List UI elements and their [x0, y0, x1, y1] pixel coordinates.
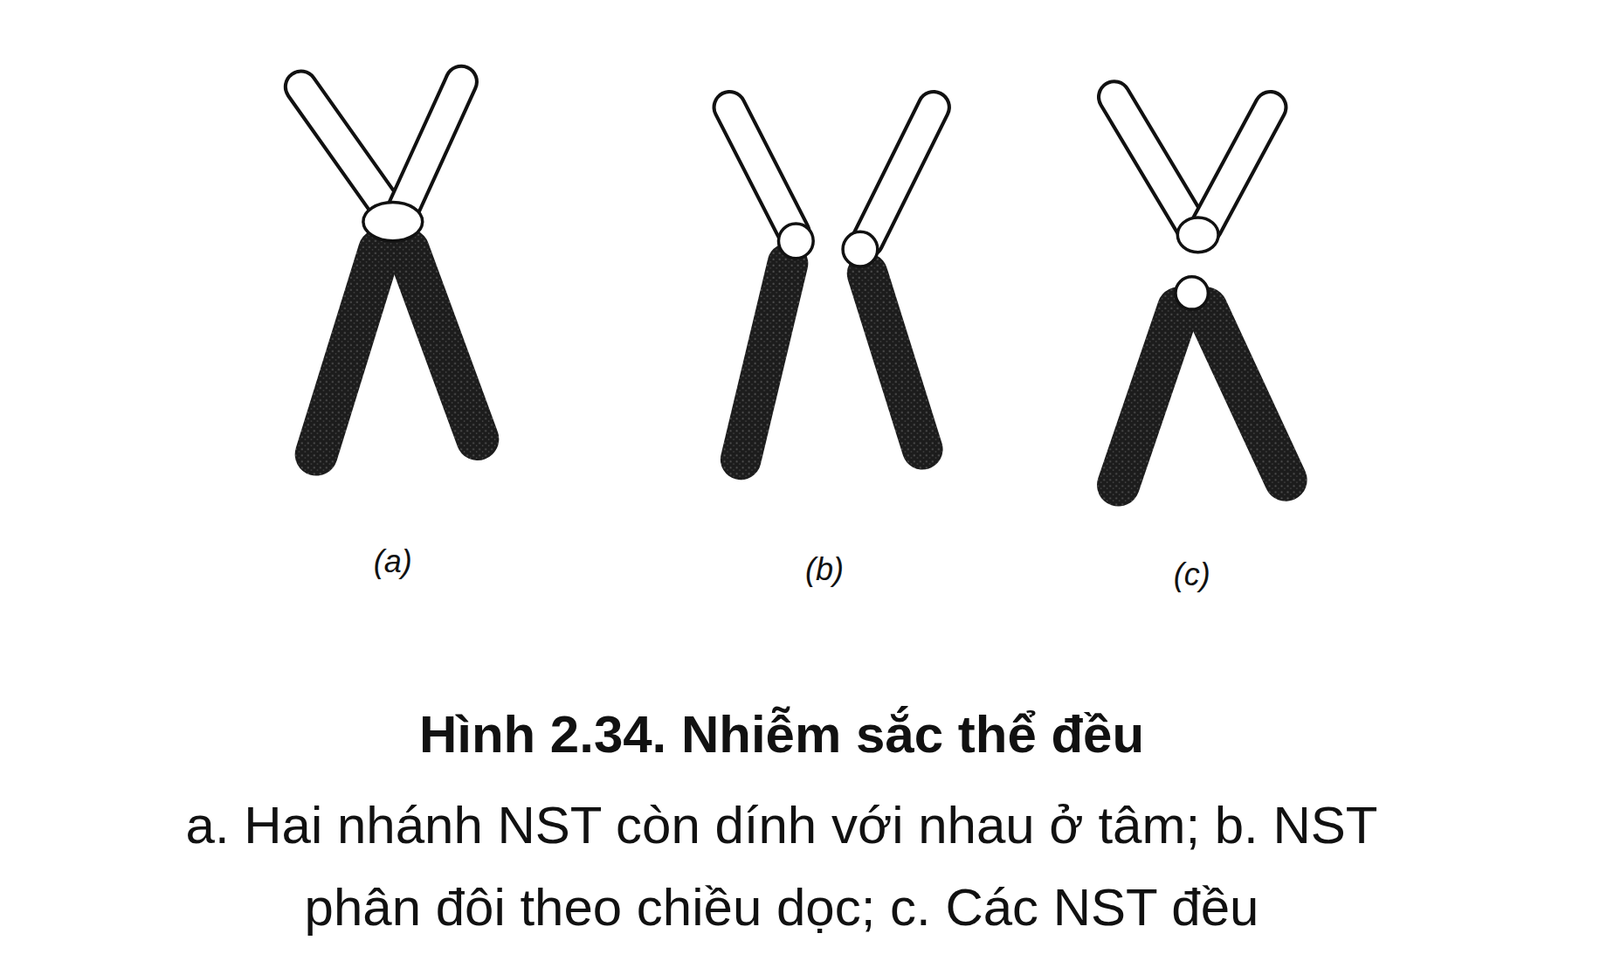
figure-title: Hình 2.34. Nhiễm sắc thể đều — [82, 703, 1481, 765]
figure-label: (a) — [373, 543, 413, 580]
figure-label: (b) — [805, 551, 844, 588]
chromosome-c — [1114, 96, 1286, 485]
chromosome-b — [729, 107, 934, 460]
figure-caption: a. Hai nhánh NST còn dính với nhau ở tâm… — [126, 784, 1437, 949]
figure-label: (c) — [1173, 556, 1211, 594]
chromosome-a — [301, 82, 478, 455]
